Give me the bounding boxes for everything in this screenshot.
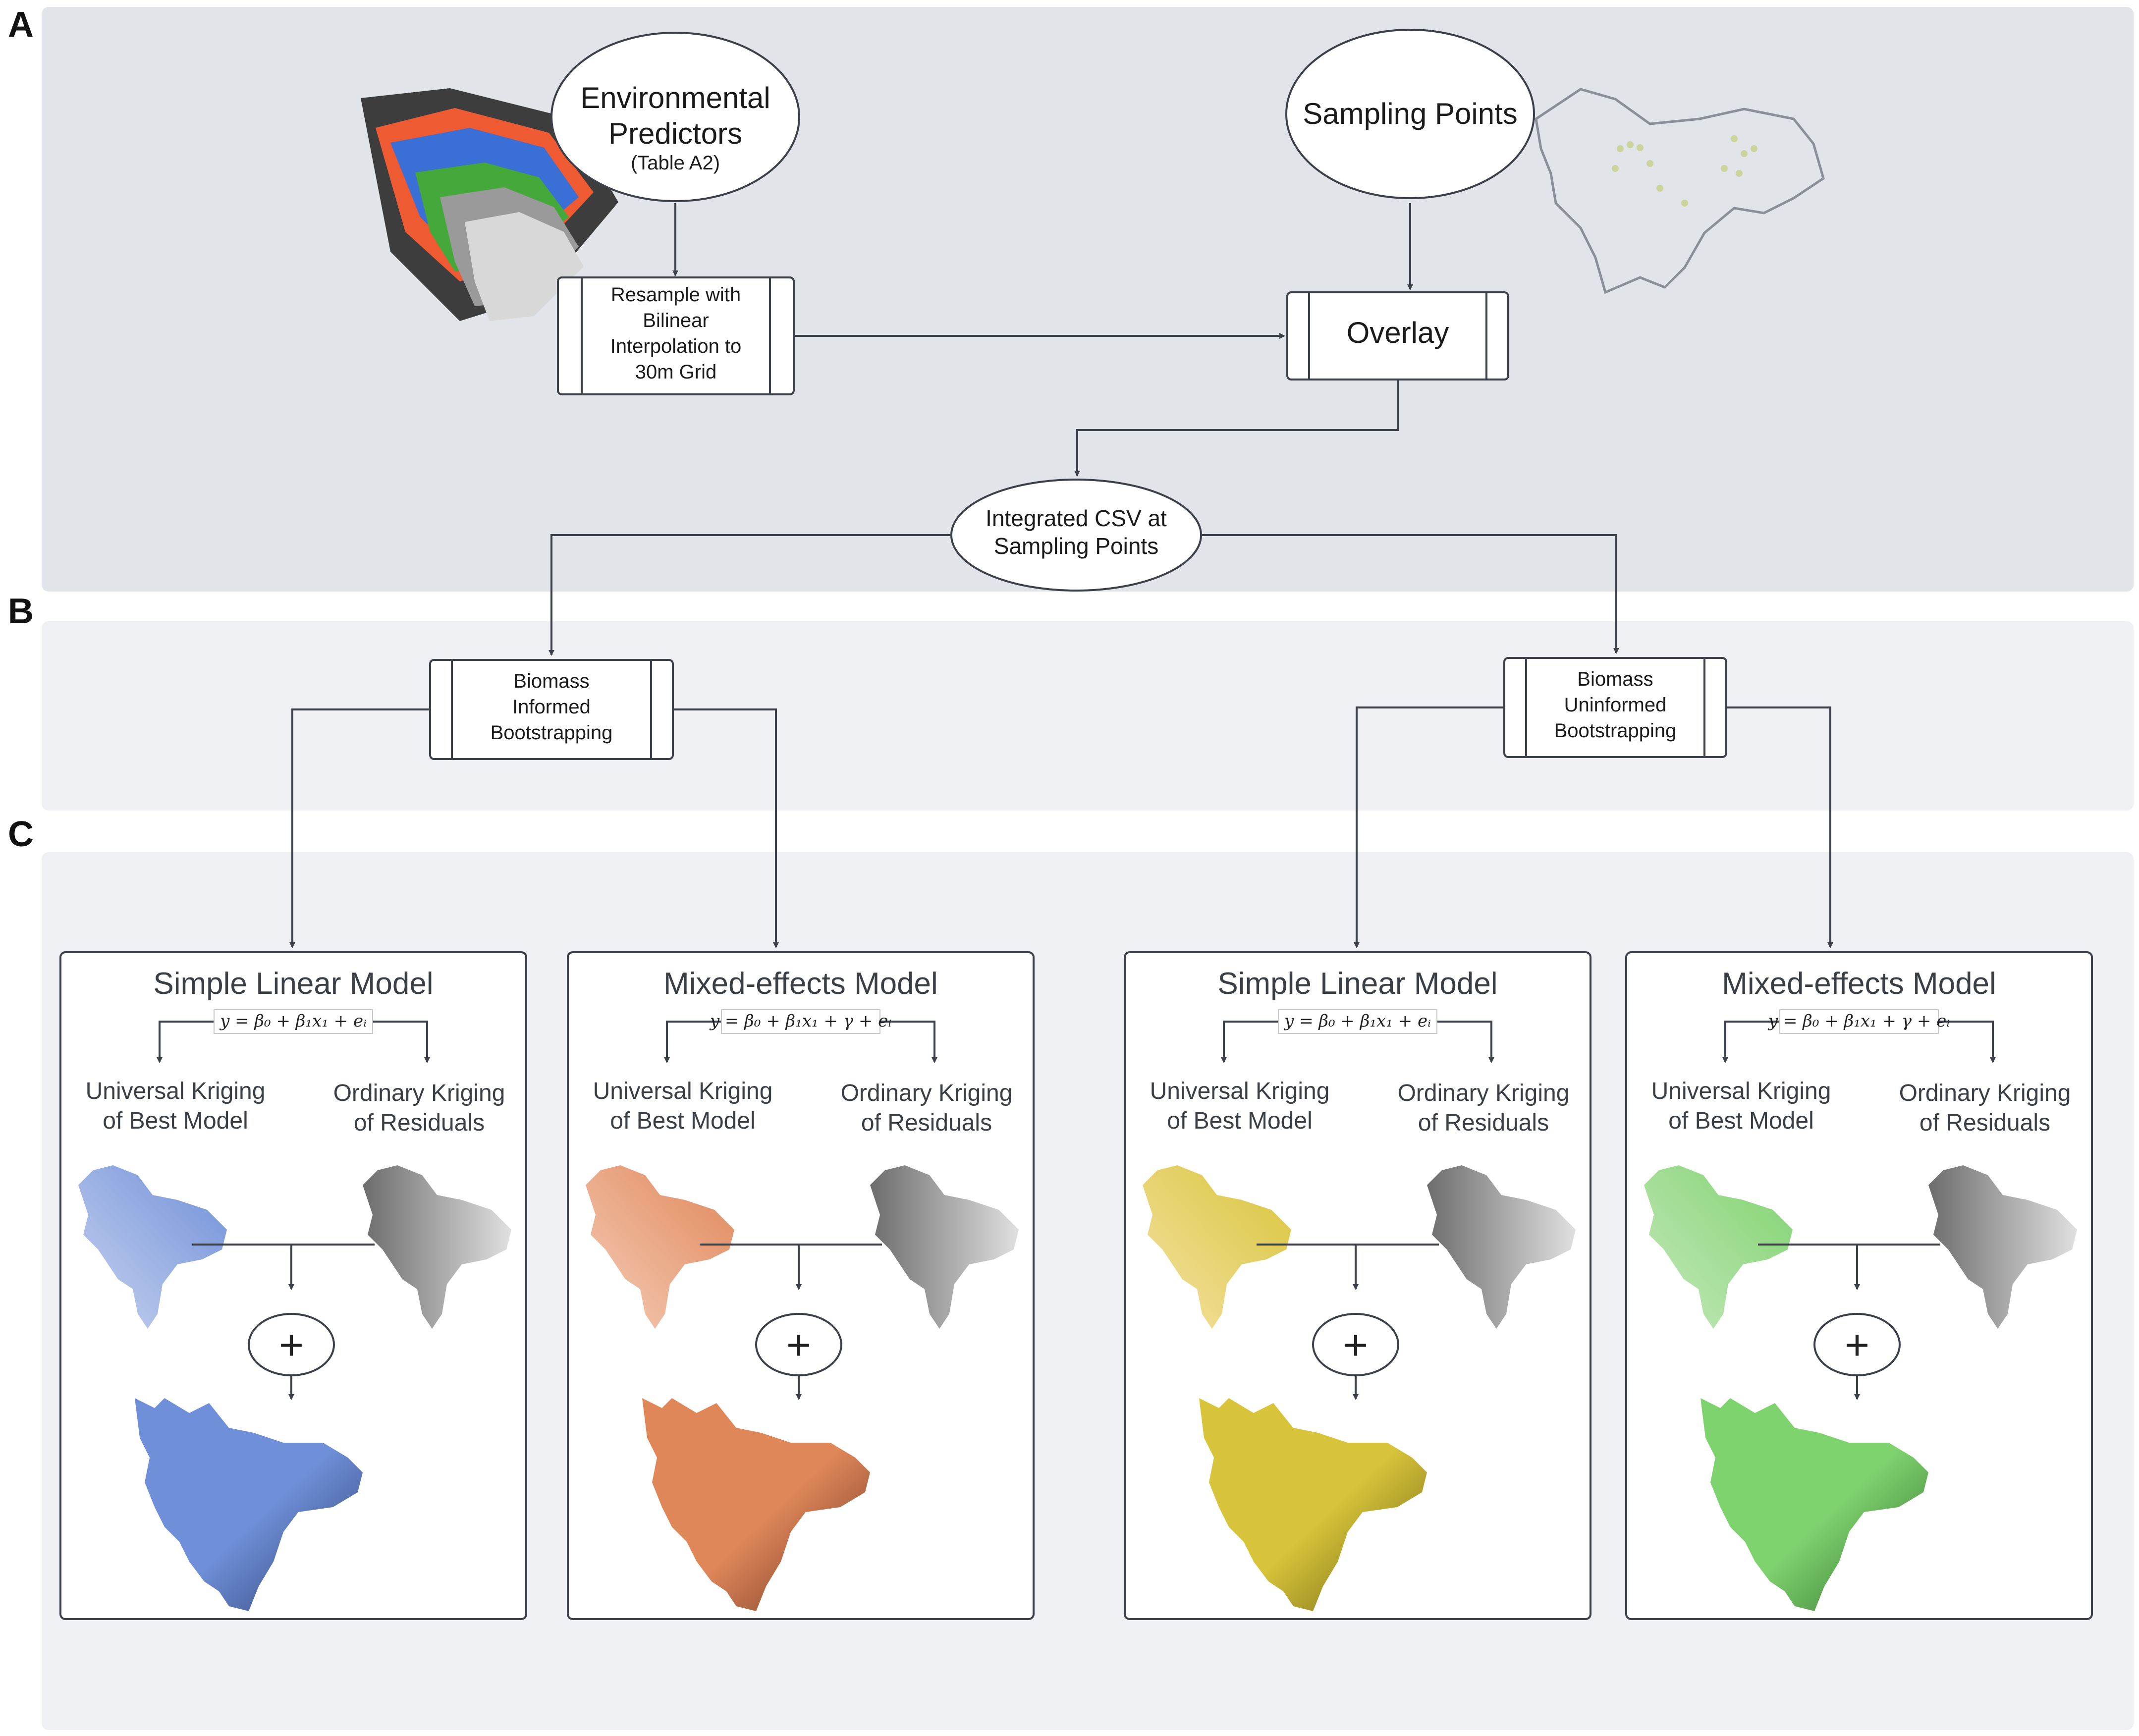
panel-label-c: C [8,814,34,854]
node-overlay: Overlay [1286,291,1509,380]
ordinary-kriging-label-line2: of Residuals [354,1110,485,1136]
env-predictors-line2: Predictors [608,117,742,150]
resample-line1: Resample with [611,284,741,306]
edge-informed-to-model1 [289,708,430,948]
panel-label-b: B [8,592,34,631]
node-informed-bootstrapping: Biomass Informed Bootstrapping [429,659,674,760]
edge-uninformed-to-model3 [1354,706,1504,948]
ordinary-kriging-label-line2: of Residuals [861,1110,992,1136]
universal-kriging-label-line2: of Best Model [610,1108,755,1134]
universal-kriging-label-line2: of Best Model [1668,1108,1813,1134]
node-sampling-points: Sampling Points [1285,29,1535,199]
informed-line3: Bootstrapping [491,722,613,744]
model-title: Simple Linear Model [1217,967,1497,1001]
ordinary-kriging-label-line1: Ordinary Kriging [1899,1080,2071,1106]
panel-c-background [42,852,2134,1730]
model-equation: y = β₀ + β₁x₁ + eᵢ [1283,1011,1431,1031]
ordinary-kriging-label-line1: Ordinary Kriging [1398,1080,1570,1106]
node-uninformed-bootstrapping: Biomass Uninformed Bootstrapping [1503,657,1727,758]
combine-symbol: + [279,1321,304,1369]
model-title: Mixed-effects Model [663,967,938,1001]
edge-uninformed-to-model4 [1726,706,1833,948]
edge-overlay-to-csv [1074,380,1399,477]
universal-kriging-label-line1: Universal Kriging [1651,1078,1831,1104]
uninformed-line3: Bootstrapping [1554,720,1677,742]
overlay-label: Overlay [1347,316,1449,349]
model-box-3: Simple Linear Model y = β₀ + β₁x₁ + eᵢ Uni… [1124,951,1591,1620]
universal-kriging-label-line2: of Best Model [103,1108,248,1134]
node-integrated-csv: Integrated CSV at Sampling Points [950,479,1202,592]
combine-symbol: + [1845,1321,1869,1369]
edge-csv-to-uninformed [1199,534,1619,654]
model-equation: y = β₀ + β₁x₁ + γ + eᵢ [1767,1011,1950,1031]
env-predictors-note: (Table A2) [631,152,720,174]
universal-kriging-label-line1: Universal Kriging [1150,1078,1330,1104]
universal-kriging-label-line1: Universal Kriging [86,1078,266,1104]
resample-line2: Bilinear [643,310,709,331]
informed-line2: Informed [512,696,591,718]
model-equation: y = β₀ + β₁x₁ + γ + eᵢ [709,1011,891,1031]
integrated-csv-line2: Sampling Points [994,533,1158,559]
sampling-points-label: Sampling Points [1303,97,1518,130]
model-box-1: Simple Linear Model y = β₀ + β₁x₁ + eᵢ Uni… [59,951,527,1620]
edge-csv-to-informed [548,534,951,656]
combine-symbol: + [1343,1321,1368,1369]
informed-line1: Biomass [513,670,589,692]
ordinary-kriging-label-line1: Ordinary Kriging [333,1080,505,1106]
predictor-layers-illustration [361,88,618,321]
env-predictors-line1: Environmental [580,81,770,114]
universal-kriging-label-line2: of Best Model [1167,1108,1312,1134]
ordinary-kriging-label-line2: of Residuals [1418,1110,1549,1136]
combine-symbol: + [786,1321,811,1369]
model-box-2: Mixed-effects Model y = β₀ + β₁x₁ + γ + e… [567,951,1035,1620]
uninformed-line1: Biomass [1577,668,1653,690]
model-title: Simple Linear Model [153,967,433,1001]
uninformed-line2: Uninformed [1564,694,1667,716]
node-resample: Resample with Bilinear Interpolation to … [557,276,795,395]
sampling-region-outline [1535,88,1825,294]
ordinary-kriging-label-line1: Ordinary Kriging [841,1080,1013,1106]
integrated-csv-line1: Integrated CSV at [986,505,1167,531]
model-equation: y = β₀ + β₁x₁ + eᵢ [219,1011,367,1031]
panel-b-background [42,621,2134,811]
resample-line4: 30m Grid [635,361,717,383]
node-environmental-predictors: Environmental Predictors (Table A2) [550,32,800,202]
universal-kriging-label-line1: Universal Kriging [593,1078,773,1104]
panel-label-a: A [8,5,34,45]
ordinary-kriging-label-line2: of Residuals [1920,1110,2050,1136]
resample-line3: Interpolation to [610,335,742,357]
model-title: Mixed-effects Model [1722,967,1996,1001]
edge-informed-to-model2 [673,708,779,948]
model-box-4: Mixed-effects Model y = β₀ + β₁x₁ + γ + e… [1625,951,2093,1620]
